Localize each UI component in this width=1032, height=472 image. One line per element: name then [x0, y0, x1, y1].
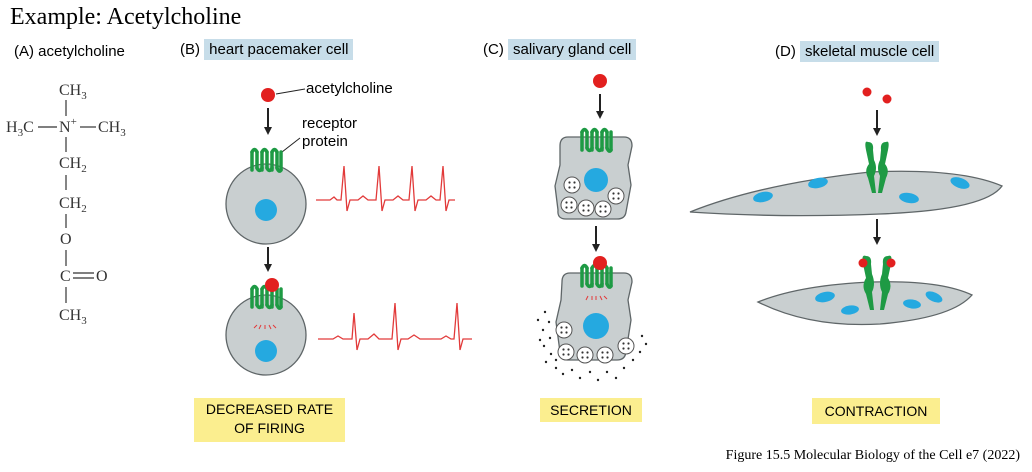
- secreted-particles: [536, 310, 648, 382]
- figure-title: Example: Acetylcholine: [10, 4, 242, 30]
- panel-d-label: (D) skeletal muscle cell: [775, 41, 940, 62]
- atom-ch2-a: CH2: [59, 155, 87, 175]
- atom-n: N+: [59, 116, 77, 136]
- vesicle-c3: [560, 196, 578, 214]
- panel-c-title: salivary gland cell: [508, 39, 637, 60]
- atom-ch3-top: CH3: [59, 82, 87, 102]
- atom-h3c: H3C: [6, 119, 34, 139]
- bound-ligand-c: [593, 256, 607, 270]
- receptor-label-line1: receptor: [302, 115, 357, 132]
- panel-a-letter: (A): [14, 43, 34, 60]
- ligand-label: acetylcholine: [306, 80, 393, 97]
- panel-c-letter: (C): [483, 41, 504, 58]
- vesicle-c6: [555, 321, 573, 339]
- acetylcholine-ligand: [261, 88, 275, 102]
- muscle-nucleus-1: [753, 191, 773, 203]
- panel-c-diagram: [536, 74, 648, 382]
- panel-c-label: (C) salivary gland cell: [483, 39, 637, 60]
- ecg-trace-slow: [318, 302, 472, 351]
- nucleus-b-bottom: [255, 340, 277, 362]
- muscle-nucleus-2: [808, 177, 828, 189]
- receptor-activation-marks-b: [253, 324, 277, 330]
- atom-o: O: [60, 231, 72, 248]
- atom-ch3-right: CH3: [98, 119, 126, 139]
- pacemaker-cell-bound: [225, 294, 307, 376]
- nicotinic-receptor-closed: [865, 141, 889, 193]
- panel-d-title: skeletal muscle cell: [800, 41, 940, 62]
- ligand-d1: [862, 87, 872, 97]
- outcome-b-line1: DECREASED RATE: [205, 401, 334, 417]
- vesicle-c10: [617, 337, 635, 355]
- muscle-nucleus-8: [925, 291, 943, 303]
- muscle-cell-contracted: [756, 281, 974, 326]
- vesicle-c8: [576, 346, 594, 364]
- vesicle-c2: [607, 187, 625, 205]
- outcome-d: CONTRACTION: [812, 398, 940, 424]
- outcome-b: DECREASED RATE OF FIRING: [194, 398, 345, 442]
- ligand-d2: [882, 94, 892, 104]
- panel-b-label: (B) heart pacemaker cell: [180, 39, 354, 60]
- receptor-label-line2: protein: [302, 133, 348, 150]
- bound-ligand-d2: [886, 258, 896, 268]
- panel-a-title: acetylcholine: [38, 43, 125, 60]
- vesicle-c5: [594, 200, 612, 218]
- receptor-pointer-line: [281, 137, 301, 153]
- nucleus-c-bottom: [583, 313, 609, 339]
- outcome-b-line2: OF FIRING: [234, 420, 305, 436]
- nicotinic-receptor-open: [862, 255, 892, 310]
- receptor-b-top: [250, 147, 283, 173]
- bound-ligand-d1: [858, 258, 868, 268]
- atom-ch2-b: CH2: [59, 195, 87, 215]
- panel-a-label: (A) acetylcholine: [14, 43, 125, 60]
- receptor-c-top: [580, 127, 613, 153]
- vesicle-c9: [596, 346, 614, 364]
- nucleus-c-top: [584, 168, 608, 192]
- vesicle-c4: [577, 199, 595, 217]
- acetylcholine-structure: CH3 H3C N+ CH3 CH2 CH2 O C O CH3: [6, 82, 126, 327]
- panel-d-letter: (D): [775, 43, 796, 60]
- receptor-activation-marks-c: [585, 295, 608, 301]
- vesicle-c7: [557, 343, 575, 361]
- muscle-nucleus-6: [841, 305, 859, 315]
- muscle-nucleus-5: [815, 291, 835, 303]
- atom-o-double: O: [96, 268, 108, 285]
- panel-b-letter: (B): [180, 41, 200, 58]
- ecg-trace-fast: [316, 165, 455, 212]
- ligand-pointer-line: [275, 88, 306, 95]
- panel-d-diagram: [689, 87, 1003, 326]
- muscle-nucleus-7: [903, 299, 921, 309]
- panel-b-diagram: acetylcholine receptor protein: [225, 80, 472, 376]
- muscle-nucleus-4: [950, 177, 970, 189]
- muscle-cell-relaxed: [689, 170, 1003, 217]
- atom-ch3-bottom: CH3: [59, 307, 87, 327]
- muscle-nucleus-3: [899, 192, 919, 204]
- outcome-c: SECRETION: [540, 398, 642, 422]
- panel-b-title: heart pacemaker cell: [204, 39, 354, 60]
- atom-c: C: [60, 268, 71, 285]
- figure-caption: Figure 15.5 Molecular Biology of the Cel…: [725, 448, 1020, 463]
- nucleus-b-top: [255, 199, 277, 221]
- bound-ligand-b: [265, 278, 279, 292]
- vesicle-c1: [563, 176, 581, 194]
- ligand-c: [593, 74, 607, 88]
